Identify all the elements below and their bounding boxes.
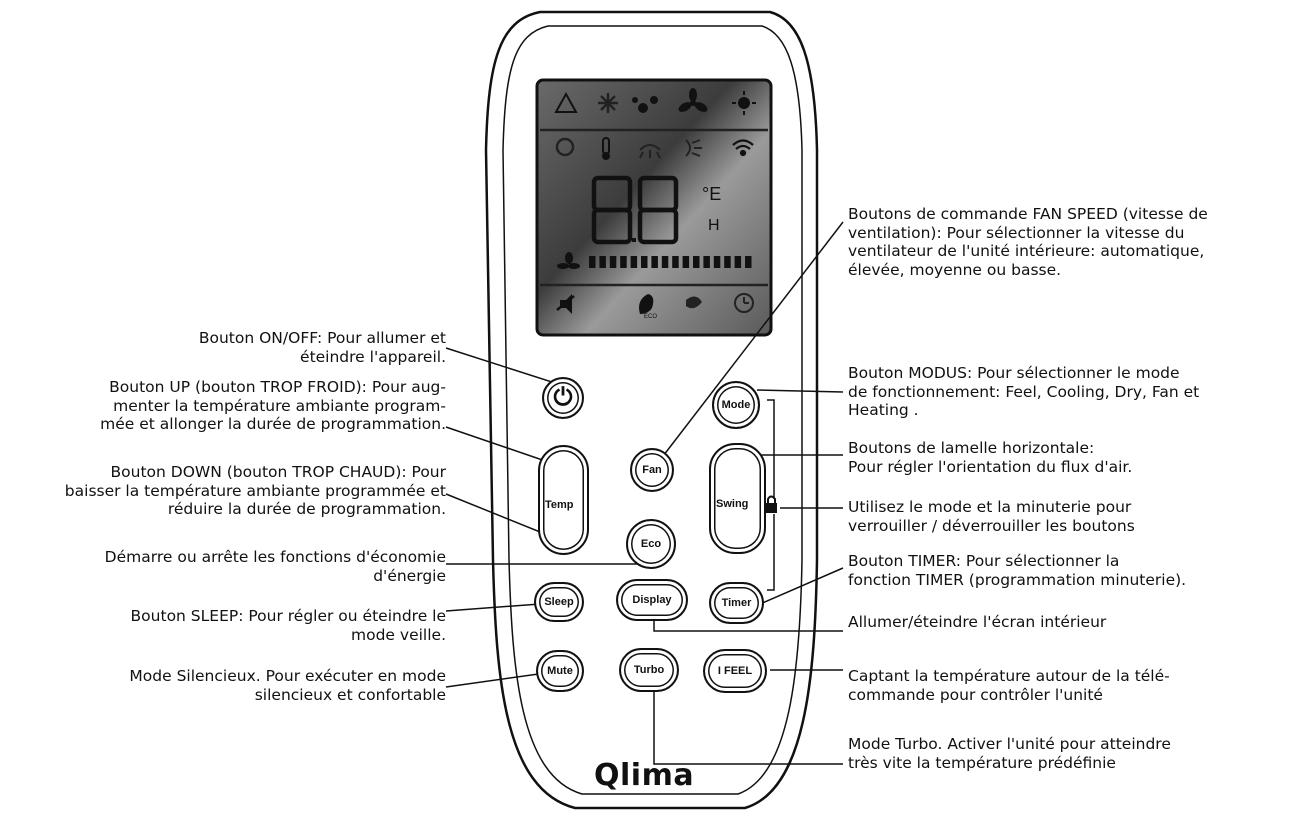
remote-body-inner bbox=[502, 25, 803, 795]
fan-speed-segment bbox=[599, 256, 606, 268]
leader-lines bbox=[445, 221, 844, 765]
temp-label: Temp bbox=[545, 499, 574, 511]
auto-mode-icon bbox=[554, 91, 578, 113]
svg-text:ECO: ECO bbox=[644, 314, 657, 320]
annotation-turbo: Mode Turbo. Activer l'unité pour atteind… bbox=[848, 735, 1171, 772]
swing-button[interactable] bbox=[709, 443, 766, 554]
fan-mode-icon bbox=[678, 88, 708, 112]
seven-segment-digits bbox=[591, 175, 679, 245]
leader-up bbox=[445, 426, 558, 466]
fan-speed-segment bbox=[734, 256, 742, 268]
annotation-eco: Démarre ou arrête les fonctions d'économ… bbox=[104, 548, 446, 585]
lock-bracket bbox=[767, 399, 775, 498]
leader-mode bbox=[756, 389, 844, 393]
annotation-lock: Utilisez le mode et la minuterie pour ve… bbox=[848, 498, 1135, 535]
leader-sleep bbox=[445, 603, 541, 612]
annotation-sleep: Bouton SLEEP: Pour régler ou éteindre le… bbox=[130, 607, 446, 644]
lock-icon bbox=[766, 495, 777, 513]
brand-logo: Qlima bbox=[594, 758, 695, 793]
leader-fan bbox=[659, 221, 844, 461]
annotation-mode: Bouton MODUS: Pour sélectionner le mode … bbox=[848, 364, 1200, 419]
mode-button[interactable]: Mode bbox=[712, 381, 760, 429]
fan-speed-segment bbox=[703, 256, 710, 268]
ifeel-button[interactable]: I FEEL bbox=[703, 649, 767, 693]
fan-speed-segment bbox=[661, 256, 669, 268]
dry-drop-icon bbox=[632, 96, 658, 113]
annotation-up: Bouton UP (bouton TROP FROID): Pour aug-… bbox=[100, 378, 446, 433]
fan-speed-segment bbox=[630, 256, 638, 268]
temp-button[interactable] bbox=[538, 445, 589, 555]
fan-speed-segment bbox=[724, 256, 731, 268]
eco-button[interactable]: Eco bbox=[626, 519, 676, 569]
timer-button[interactable]: Timer bbox=[709, 582, 764, 624]
annotation-timer: Bouton TIMER: Pour sélectionner la fonct… bbox=[848, 552, 1187, 589]
leader-onoff bbox=[445, 347, 556, 384]
fan-speed-segment bbox=[672, 256, 679, 268]
annotation-mute: Mode Silencieux. Pour exécuter en mode s… bbox=[129, 667, 446, 704]
power-button[interactable]: ⏻ bbox=[542, 377, 584, 419]
sleep-button[interactable]: Sleep bbox=[534, 582, 584, 622]
cool-snowflake-icon bbox=[598, 93, 618, 113]
mute-button[interactable]: Mute bbox=[536, 650, 584, 692]
fan-speed-segment bbox=[589, 256, 596, 268]
leader-display bbox=[653, 616, 843, 632]
swing-label: Swing bbox=[716, 498, 749, 510]
turbo-icon bbox=[686, 296, 702, 309]
fan-speed-bars bbox=[589, 256, 752, 268]
eco-leaf-icon: ECO bbox=[639, 294, 657, 320]
display-button[interactable]: Display bbox=[616, 579, 688, 621]
fan-speed-segment bbox=[641, 256, 648, 268]
annotation-fan-speed: Boutons de commande FAN SPEED (vitesse d… bbox=[848, 205, 1208, 279]
fan-speed-segment bbox=[745, 256, 752, 268]
fan-speed-icon bbox=[557, 252, 580, 269]
heat-sun-icon bbox=[732, 91, 756, 115]
lcd-screen bbox=[535, 78, 773, 337]
fan-speed-segment bbox=[651, 256, 658, 268]
signal-icon bbox=[732, 139, 754, 157]
unit-e: °E bbox=[702, 184, 721, 204]
fan-button[interactable]: Fan bbox=[630, 448, 674, 492]
annotation-on-off: Bouton ON/OFF: Pour allumer et éteindre … bbox=[198, 329, 446, 366]
swing-horizontal-icon bbox=[685, 139, 702, 157]
mute-icon bbox=[556, 294, 575, 314]
annotation-display: Allumer/éteindre l'écran intérieur bbox=[848, 613, 1107, 631]
leader-timer bbox=[759, 567, 844, 605]
fan-speed-segment bbox=[620, 256, 627, 268]
annotation-swing: Boutons de lamelle horizontale: Pour rég… bbox=[848, 439, 1133, 476]
ifeel-thermometer-icon bbox=[602, 137, 610, 160]
annotation-ifeel: Captant la température autour de la télé… bbox=[848, 667, 1170, 704]
fan-speed-segment bbox=[693, 256, 700, 268]
leader-turbo bbox=[653, 685, 843, 765]
annotation-down: Bouton DOWN (bouton TROP CHAUD): Pour ba… bbox=[64, 463, 446, 518]
fan-speed-segment bbox=[682, 256, 690, 268]
turbo-button[interactable]: Turbo bbox=[619, 648, 679, 692]
fan-speed-segment bbox=[609, 256, 617, 268]
unit-h: H bbox=[708, 217, 720, 234]
fan-speed-segment bbox=[713, 256, 721, 268]
swing-vertical-icon bbox=[639, 144, 661, 159]
timer-icon bbox=[555, 137, 575, 157]
clock-icon bbox=[734, 293, 754, 313]
